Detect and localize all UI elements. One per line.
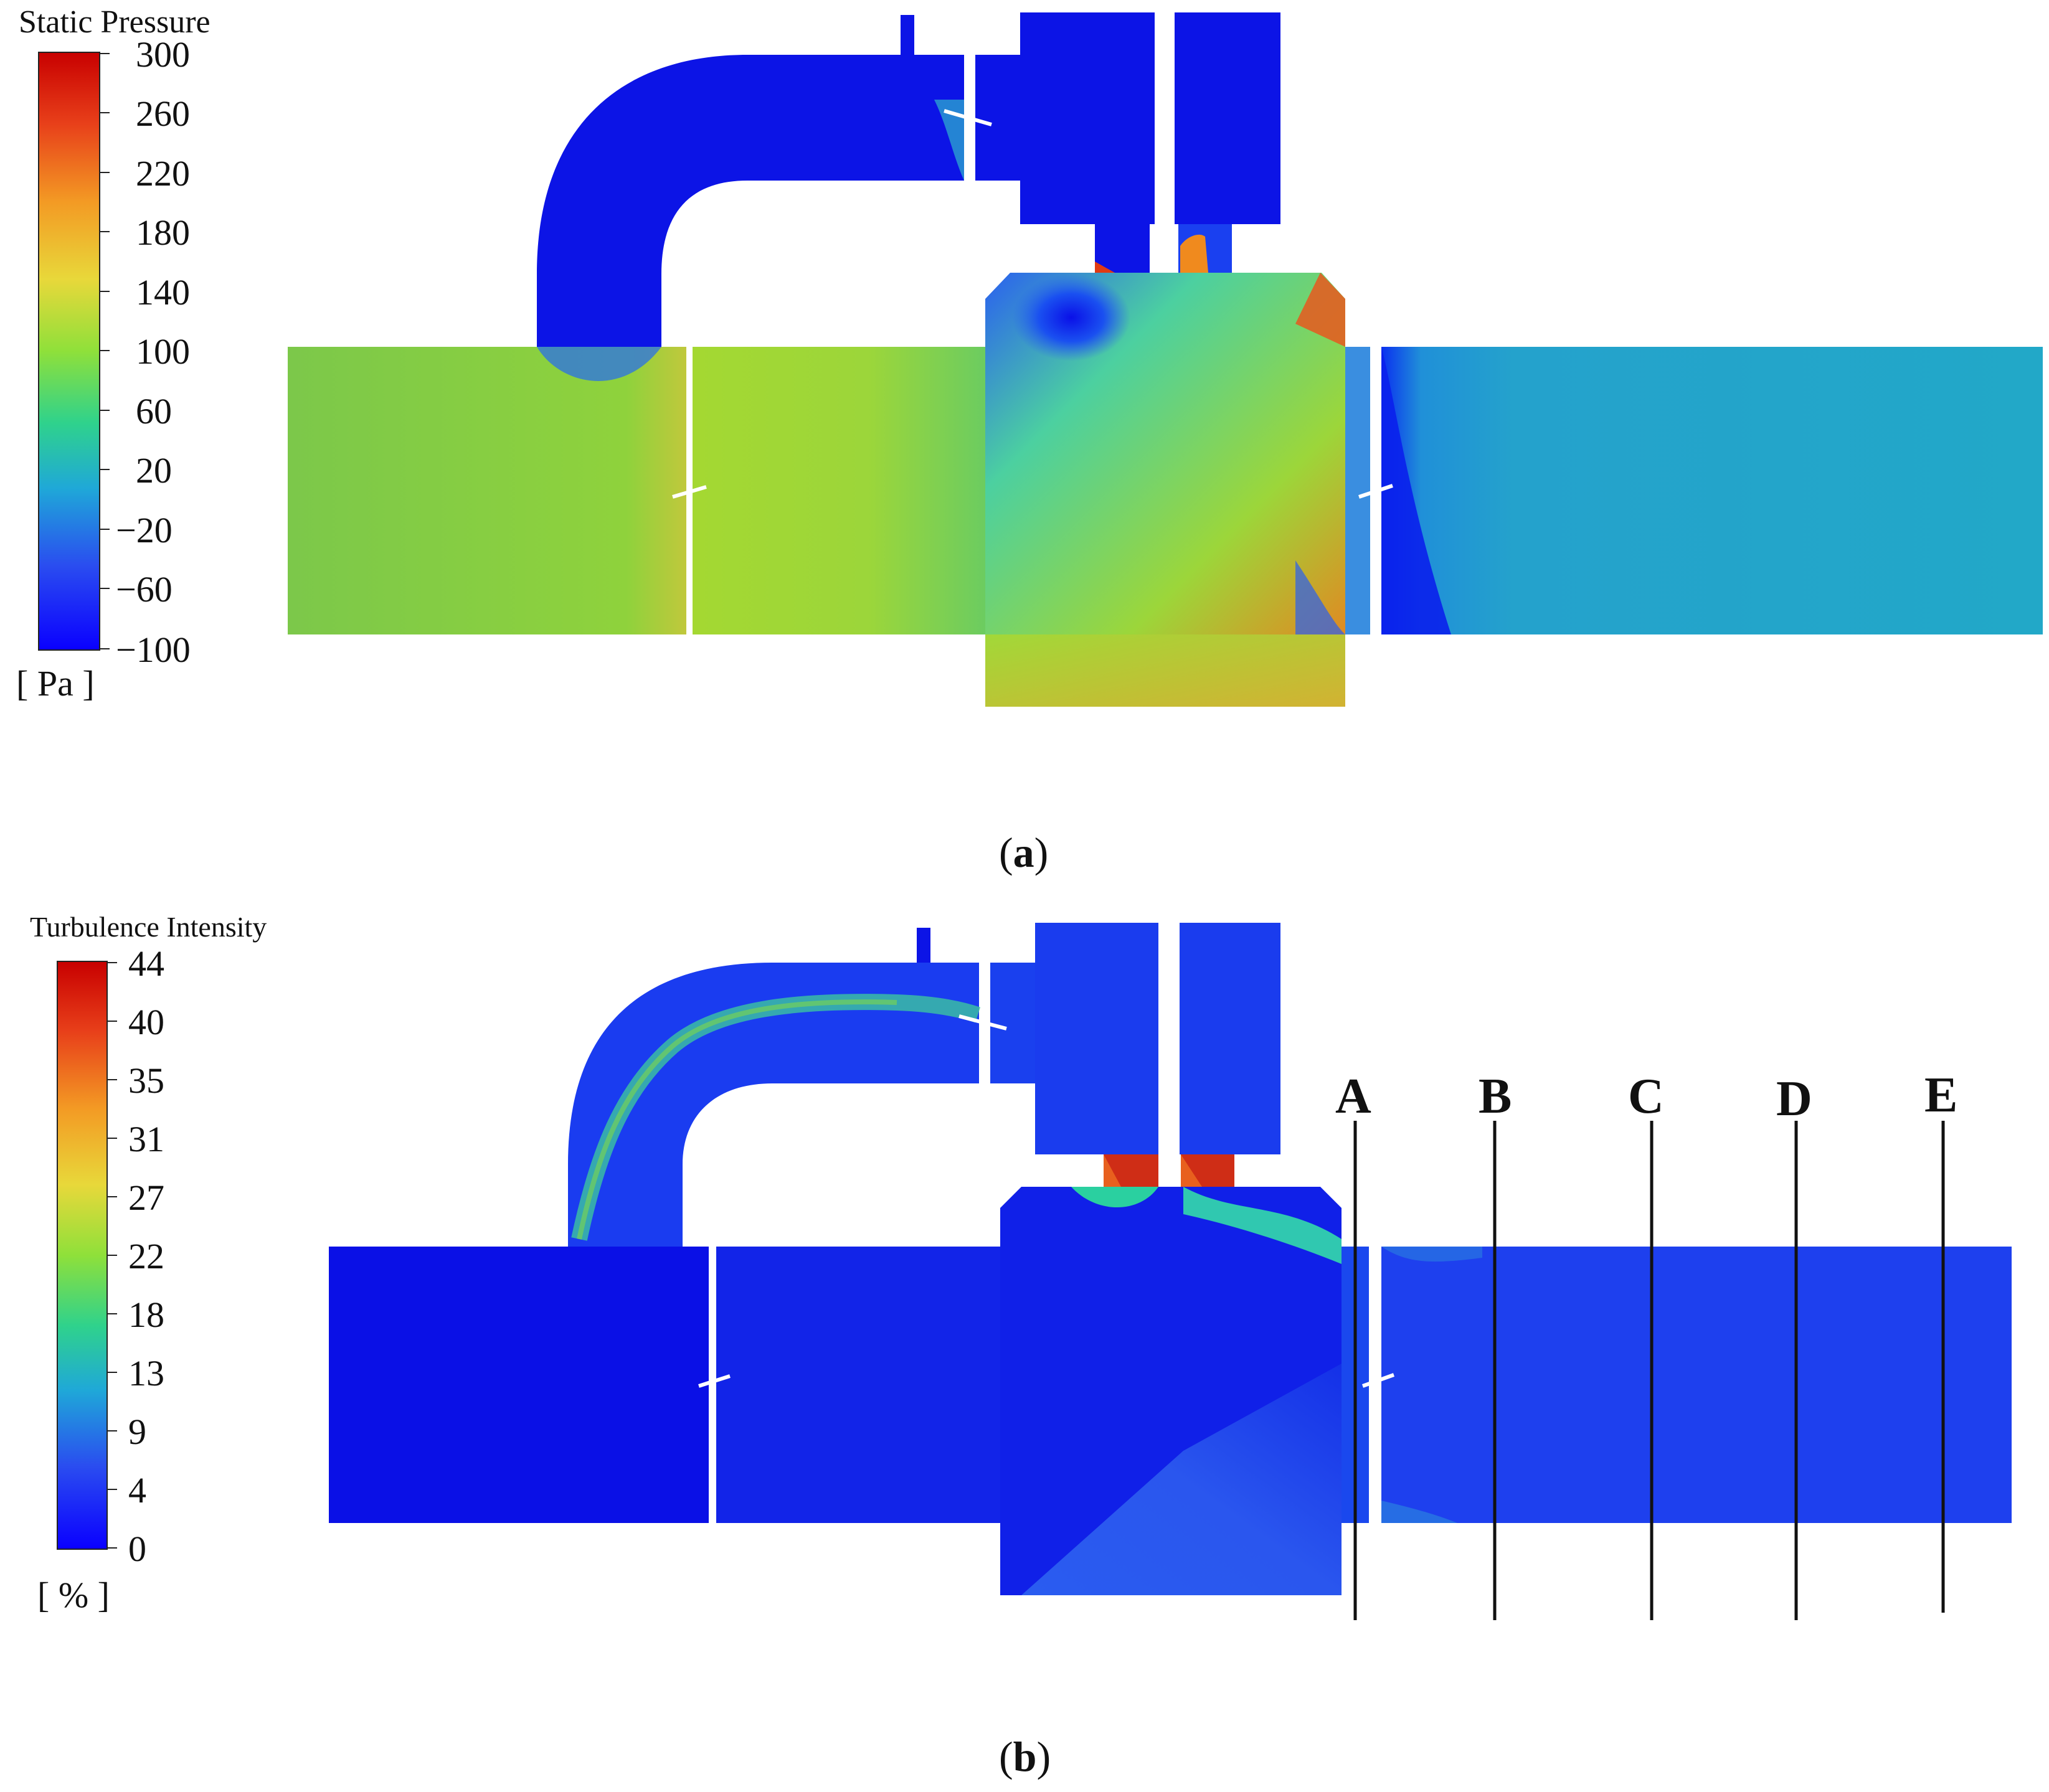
pressure-tick: 100 bbox=[136, 331, 190, 372]
turbulence-contour-plot bbox=[57, 923, 2012, 1620]
section-label-b: B bbox=[1479, 1069, 1512, 1124]
caption-a: (a) bbox=[999, 829, 1049, 876]
turbulence-tick: 18 bbox=[128, 1294, 164, 1335]
turbulence-colorbar bbox=[57, 961, 108, 1550]
turbulence-tick: 31 bbox=[128, 1119, 164, 1159]
turbulence-tick: 4 bbox=[128, 1470, 146, 1511]
pressure-colorbar-ticks bbox=[100, 53, 110, 649]
pressure-tick: 220 bbox=[136, 153, 190, 194]
caption-b: (b) bbox=[999, 1733, 1051, 1780]
panel-b-turbulence-intensity: Turbulence Intensity 44 40 35 31 27 22 1… bbox=[0, 890, 2049, 1792]
section-label-c: C bbox=[1628, 1069, 1664, 1124]
pressure-unit: [ Pa ] bbox=[16, 663, 95, 704]
section-label-e: E bbox=[1924, 1068, 1958, 1123]
pressure-contour-plot bbox=[38, 12, 2043, 707]
turbulence-tick: 0 bbox=[128, 1529, 146, 1569]
pressure-tick: −60 bbox=[116, 569, 173, 610]
turbulence-unit: [ % ] bbox=[37, 1575, 110, 1615]
turbulence-tick: 40 bbox=[128, 1002, 164, 1042]
pressure-tick: 140 bbox=[136, 272, 190, 313]
turbulence-tick: 22 bbox=[128, 1236, 164, 1276]
pressure-tick: 20 bbox=[136, 450, 172, 491]
section-label-a: A bbox=[1335, 1069, 1371, 1124]
turbulence-colorbar-title: Turbulence Intensity bbox=[30, 911, 267, 943]
turbulence-tick: 35 bbox=[128, 1060, 164, 1101]
turbulence-colorbar-ticks bbox=[107, 962, 117, 1549]
pressure-tick: −100 bbox=[116, 630, 191, 670]
turbulence-tick: 44 bbox=[128, 943, 164, 984]
pressure-tick: 300 bbox=[136, 34, 190, 75]
pressure-tick: 60 bbox=[136, 391, 172, 431]
section-label-d: D bbox=[1776, 1072, 1812, 1126]
turbulence-tick: 27 bbox=[128, 1177, 164, 1218]
pressure-domain bbox=[288, 12, 2043, 707]
pressure-tick: −20 bbox=[116, 510, 173, 550]
turbulence-tick: 13 bbox=[128, 1353, 164, 1394]
pressure-colorbar-title: Static Pressure bbox=[19, 4, 211, 40]
turbulence-tick: 9 bbox=[128, 1412, 146, 1452]
panel-a-static-pressure: Static Pressure 300 260 220 180 140 100 … bbox=[0, 0, 2049, 890]
turbulence-domain bbox=[329, 923, 2012, 1595]
section-lines bbox=[1353, 1121, 1945, 1620]
pressure-colorbar bbox=[38, 52, 100, 651]
pressure-tick: 260 bbox=[136, 93, 190, 134]
pressure-tick: 180 bbox=[136, 212, 190, 253]
